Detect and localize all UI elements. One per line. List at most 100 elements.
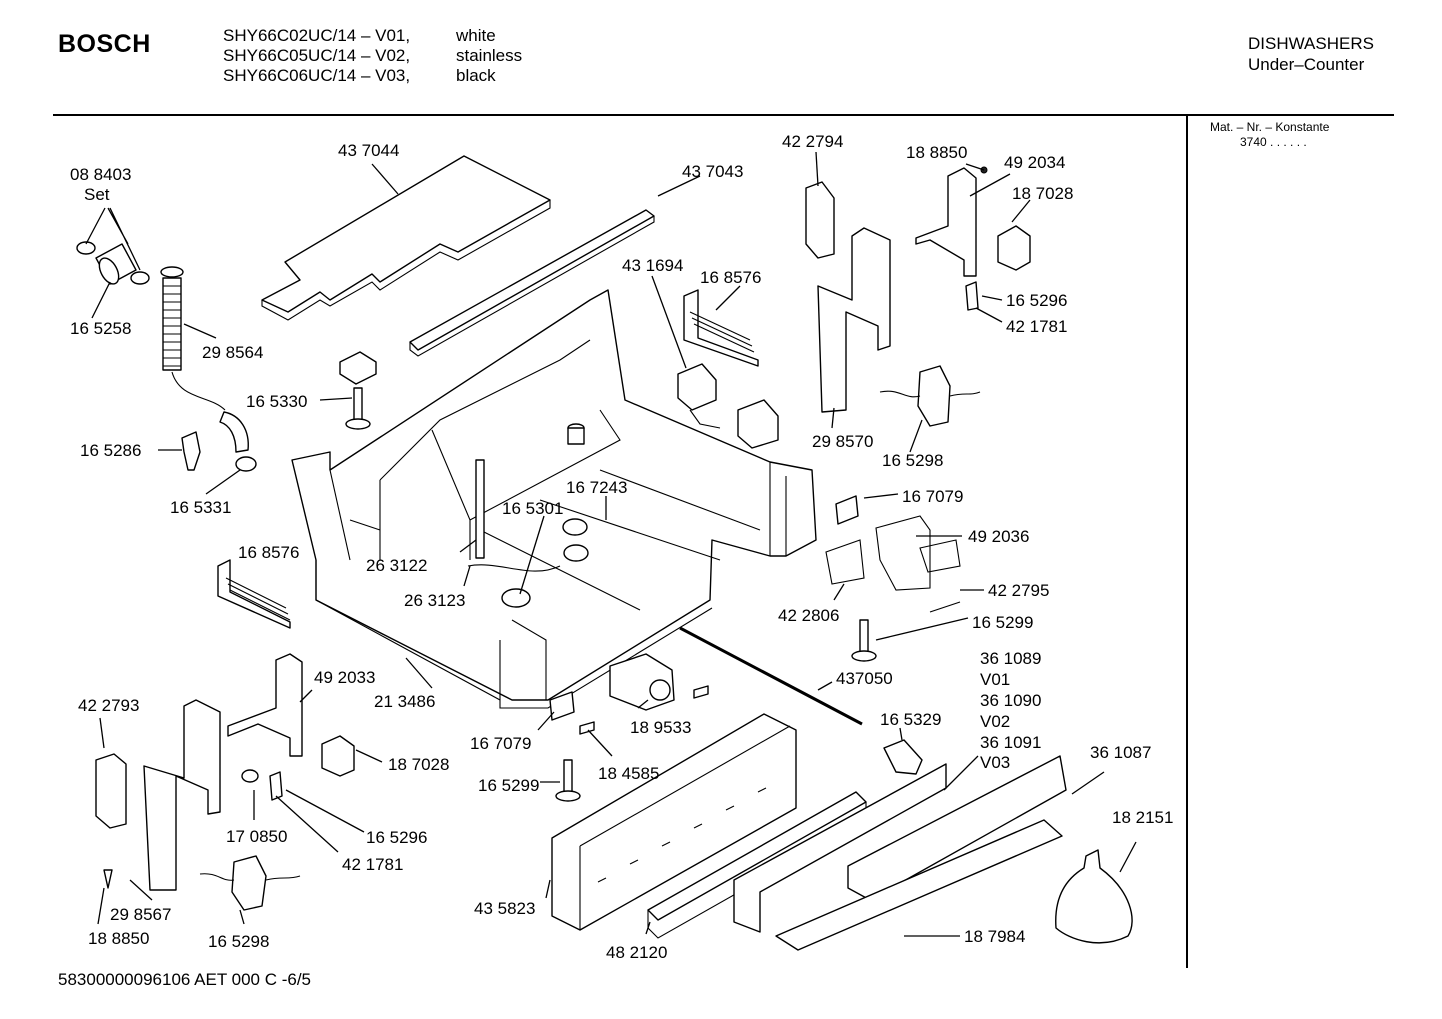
screw-drawing bbox=[103, 869, 113, 889]
part-label: 16 5298 bbox=[208, 932, 269, 951]
part-label: 18 2151 bbox=[1112, 808, 1173, 827]
part-label: 49 2036 bbox=[968, 527, 1029, 546]
part-label: 36 1091 bbox=[980, 733, 1041, 752]
part-label: 16 7079 bbox=[902, 487, 963, 506]
rod-drawing bbox=[679, 626, 863, 726]
hardware-bag-drawing bbox=[1055, 849, 1133, 944]
hinge-bracket-drawing bbox=[915, 167, 977, 277]
material-number-label: Mat. – Nr. – Konstante bbox=[1210, 120, 1330, 134]
part-label: 08 8403 bbox=[70, 165, 131, 184]
kick-panel-drawing bbox=[733, 763, 947, 933]
part-label: 16 5301 bbox=[502, 499, 563, 518]
latch-drawing bbox=[269, 771, 283, 801]
part-label: 42 2794 bbox=[782, 132, 843, 151]
part-label: 16 7243 bbox=[566, 478, 627, 497]
part-drawings bbox=[76, 155, 1133, 951]
latch-housing-drawing bbox=[95, 753, 127, 829]
part-label: 29 8570 bbox=[812, 432, 873, 451]
category-subtitle: Under–Counter bbox=[1248, 55, 1365, 74]
connector-drawing bbox=[737, 399, 779, 449]
spring-bracket-drawing bbox=[217, 559, 291, 629]
model-line-3: SHY66C06UC/14 – V03, bbox=[223, 66, 410, 87]
part-label: 16 5298 bbox=[882, 451, 943, 470]
material-number-value: 3740 . . . . . . bbox=[1240, 135, 1307, 149]
part-label: 29 8567 bbox=[110, 905, 171, 924]
part-label: 16 5296 bbox=[1006, 291, 1067, 310]
part-label: 16 5286 bbox=[80, 441, 141, 460]
part-label: 29 8564 bbox=[202, 343, 263, 362]
part-label: 18 4585 bbox=[598, 764, 659, 783]
part-label: 16 5299 bbox=[972, 613, 1033, 632]
part-label: 16 5330 bbox=[246, 392, 307, 411]
screw-drawing bbox=[563, 759, 573, 793]
part-label: 43 7043 bbox=[682, 162, 743, 181]
part-label: 49 2033 bbox=[314, 668, 375, 687]
mounting-block-drawing bbox=[339, 351, 377, 385]
document-code: 58300000096106 AET 000 C -6/5 bbox=[58, 970, 312, 989]
spring-bracket-drawing bbox=[683, 289, 759, 367]
part-label: 36 1089 bbox=[980, 649, 1041, 668]
model-line-1: SHY66C02UC/14 – V01, bbox=[223, 26, 410, 47]
toe-kick-drawing bbox=[551, 713, 797, 931]
part-label: 437050 bbox=[836, 669, 893, 688]
screw-drawing bbox=[859, 619, 869, 653]
base-tub-drawing bbox=[291, 289, 817, 709]
part-label: 18 8850 bbox=[88, 929, 149, 948]
float-drawing bbox=[501, 588, 531, 608]
part-label: 18 7028 bbox=[388, 755, 449, 774]
category-title: DISHWASHERS bbox=[1248, 34, 1374, 53]
clip-drawing bbox=[181, 431, 201, 471]
part-label: 43 1694 bbox=[622, 256, 683, 275]
part-label: 42 2793 bbox=[78, 696, 139, 715]
part-label: 26 3122 bbox=[366, 556, 427, 575]
connector-drawing bbox=[677, 363, 717, 411]
part-label: 18 9533 bbox=[630, 718, 691, 737]
part-label: 16 8576 bbox=[238, 543, 299, 562]
part-label: V01 bbox=[980, 670, 1010, 689]
part-label: 48 2120 bbox=[606, 943, 667, 962]
foot-drawing bbox=[883, 739, 923, 775]
part-label: 42 2795 bbox=[988, 581, 1049, 600]
part-label: 16 8576 bbox=[700, 268, 761, 287]
brand-logo: BOSCH bbox=[58, 30, 151, 58]
part-label: V02 bbox=[980, 712, 1010, 731]
valve-drawing bbox=[562, 518, 588, 536]
clip-drawing bbox=[997, 225, 1031, 271]
bracket-drawing bbox=[835, 495, 859, 525]
part-label: 43 5823 bbox=[474, 899, 535, 918]
screw-drawing bbox=[353, 387, 363, 421]
hinge-bracket-drawing bbox=[227, 653, 303, 757]
part-label: 18 8850 bbox=[906, 143, 967, 162]
part-label: 49 2034 bbox=[1004, 153, 1065, 172]
part-label: 42 1781 bbox=[342, 855, 403, 874]
header-divider bbox=[53, 114, 1394, 116]
part-label: 21 3486 bbox=[374, 692, 435, 711]
door-bracket-drawing bbox=[143, 699, 221, 891]
part-labels: 43 7044 08 8403 Set 43 7043 42 2794 18 8… bbox=[70, 132, 1173, 962]
leader-lines bbox=[85, 151, 1137, 937]
hose-clamp-drawing bbox=[76, 241, 96, 255]
part-label: 42 2806 bbox=[778, 606, 839, 625]
part-label: 16 7079 bbox=[470, 734, 531, 753]
model-color-2: stainless bbox=[456, 46, 523, 65]
door-bracket-drawing bbox=[817, 227, 891, 413]
part-label: 18 7984 bbox=[964, 927, 1025, 946]
model-number: SHY66C02UC/14 – V01, bbox=[223, 26, 411, 45]
part-label: 36 1090 bbox=[980, 691, 1041, 710]
model-number: SHY66C06UC/14 – V03, bbox=[223, 66, 411, 85]
part-label: 16 5331 bbox=[170, 498, 231, 517]
drain-hose-drawing bbox=[160, 266, 257, 472]
latch-housing-drawing bbox=[805, 181, 835, 259]
part-label: 42 1781 bbox=[1006, 317, 1067, 336]
grommet-drawing bbox=[241, 769, 259, 783]
part-label: 16 5329 bbox=[880, 710, 941, 729]
part-label: 26 3123 bbox=[404, 591, 465, 610]
part-label: 43 7044 bbox=[338, 141, 399, 160]
door-switch-drawing bbox=[917, 365, 951, 427]
kick-plate-drawing bbox=[847, 755, 1067, 901]
door-switch-drawing bbox=[231, 855, 267, 911]
clip-drawing bbox=[321, 735, 355, 777]
sidebar-divider bbox=[1186, 116, 1188, 968]
part-label: 16 5258 bbox=[70, 319, 131, 338]
